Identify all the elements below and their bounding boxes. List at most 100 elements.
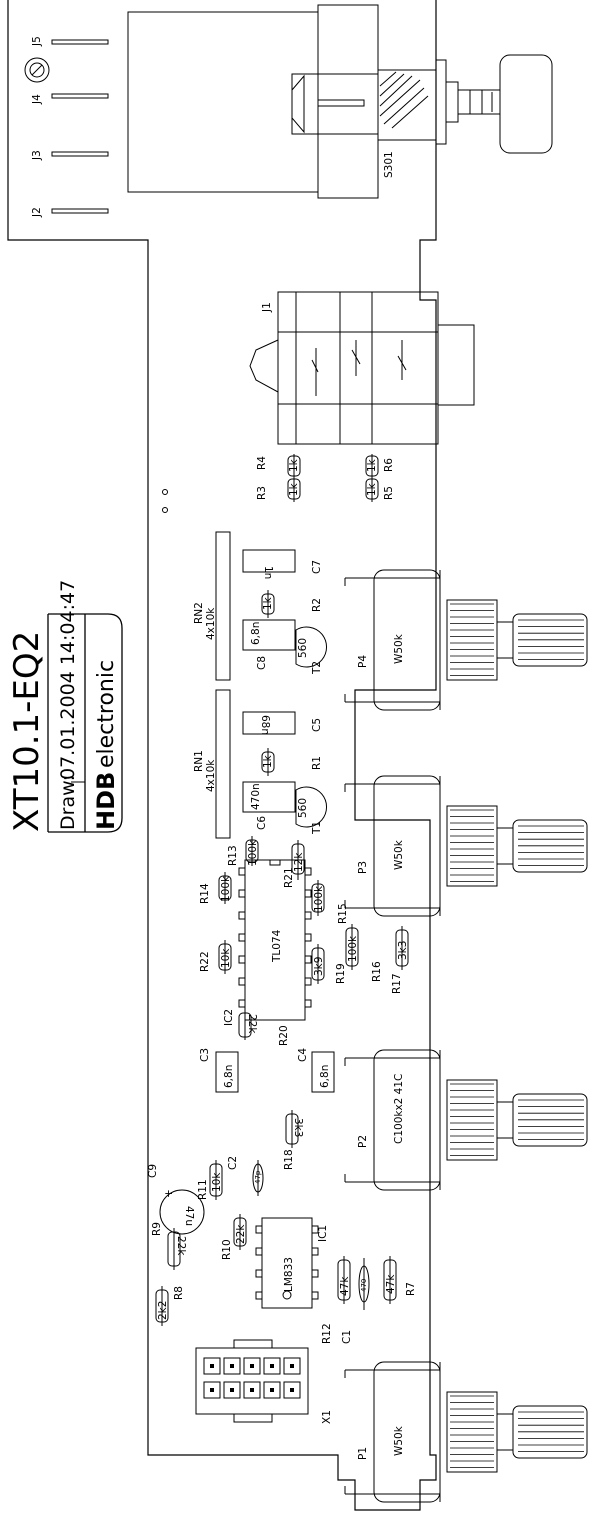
value-c8: 6,8n (250, 622, 262, 645)
ref-r3: R3 (256, 486, 268, 500)
value-t2: 560 (297, 638, 309, 658)
ref-r13: R13 (227, 845, 239, 866)
label-j4: J4 (31, 94, 43, 105)
ref-r8: R8 (173, 1286, 185, 1300)
ref-r1: R1 (311, 756, 323, 770)
ref-t1: T1 (311, 821, 323, 835)
value-p2: C100kx2 41C (393, 1074, 405, 1144)
ref-c3: C3 (199, 1048, 211, 1062)
resistor-r9: 22k R9 (151, 1222, 187, 1270)
resistor-r19: 3k9 R19 (311, 944, 347, 984)
label-j3: J3 (31, 150, 43, 161)
resistor-group-r3-r6: 1k R3 1k R4 1k R5 1k R6 (162, 454, 395, 513)
capacitor-c4 (311, 1051, 335, 1093)
label-j5: J5 (31, 36, 43, 47)
value-r7: 47k (385, 1274, 397, 1294)
board-outline (7, 0, 437, 1511)
ref-c9: C9 (147, 1164, 159, 1178)
ref-p2: P2 (357, 1135, 369, 1148)
value-r13: 100k (247, 839, 259, 866)
ref-r15: R15 (337, 903, 349, 924)
ref-p1: P1 (357, 1447, 369, 1460)
value-p1: W50k (393, 1425, 405, 1456)
section-rn1: 4x10k RN1 68n C5 1k R1 470n C6 560 T1 (193, 689, 327, 839)
value-p3: W50k (393, 839, 405, 870)
value-r6: 1k (366, 458, 378, 472)
value-c1: 470 (360, 1279, 368, 1292)
resistor-r10: 22k R10 (221, 1214, 247, 1260)
resistor-r6: 1k R6 (365, 454, 395, 478)
ref-r14: R14 (199, 883, 211, 904)
ref-ic2: IC2 (223, 1009, 235, 1026)
ref-c6: C6 (256, 816, 268, 830)
ref-c2: C2 (227, 1156, 239, 1170)
ref-r4: R4 (256, 456, 268, 470)
potentiometer-p2: C100kx2 41C P2 (344, 1049, 588, 1191)
switch-s301: S301 (291, 4, 553, 199)
resistor-r18: 3k3 R18 (283, 1110, 304, 1170)
resistor-r2: 1k R2 (261, 590, 323, 618)
value-r17: 3k3 (397, 941, 409, 960)
resistor-r15: 100k R15 (311, 880, 349, 924)
ref-c5: C5 (311, 718, 323, 732)
ref-r21: R21 (283, 867, 295, 888)
resistor-r7: 47k R7 (383, 1256, 417, 1304)
value-c2: 47p (254, 1170, 262, 1184)
resistor-r22: 10k R22 (199, 940, 232, 974)
value-c5: 68n (259, 715, 271, 735)
ref-r10: R10 (221, 1239, 233, 1260)
draw-label: Draw: (57, 775, 79, 830)
transistor-t2 (295, 626, 327, 668)
resistor-r21: 12k R21 (283, 840, 305, 888)
value-r20: 22k (246, 1014, 258, 1034)
capacitor-c5 (242, 711, 296, 735)
capacitor-c8 (242, 619, 296, 651)
resistor-r1: 1k R1 (261, 748, 323, 776)
value-r1: 1k (262, 754, 274, 768)
value-r11: 10k (211, 1172, 223, 1192)
resistor-r8: 2k2 R8 (155, 1286, 185, 1326)
label-j2: J2 (31, 207, 43, 218)
ref-rn1: RN1 (193, 750, 205, 772)
capacitor-c9: 47u C9 + (147, 1164, 205, 1235)
ref-c4: C4 (297, 1048, 309, 1062)
ic-lm833 (261, 1217, 313, 1309)
svg-text:+: + (163, 1189, 175, 1198)
capacitor-c7 (242, 549, 296, 573)
resistor-r11: 10k R11 (197, 1160, 223, 1200)
ref-r16: R16 (371, 961, 383, 982)
capacitor-c2: 47p C2 (227, 1156, 264, 1196)
ref-c1: C1 (341, 1330, 353, 1344)
jack-j1: J1 (249, 291, 475, 445)
resistor-r20: 22k R20 (238, 1010, 290, 1046)
value-ic1: LM833 (283, 1257, 295, 1292)
label-x1: X1 (321, 1410, 333, 1424)
value-c4: 6,8n (319, 1065, 331, 1088)
value-c9: 47u (183, 1206, 195, 1226)
value-c3: 6,8n (223, 1065, 235, 1088)
resistor-r14: 100k R14 (199, 872, 232, 904)
ref-c7: C7 (311, 560, 323, 574)
header-connectors: J5 J4 J3 J2 (24, 11, 319, 218)
value-p4: W50k (393, 633, 405, 664)
value-r12: 47k (339, 1276, 351, 1296)
ref-t2: T2 (311, 661, 323, 675)
ref-p3: P3 (357, 861, 369, 874)
value-r9: 22k (175, 1236, 187, 1256)
ref-r12: R12 (321, 1323, 333, 1344)
resistor-r3: 1k R3 (256, 476, 301, 502)
company-logo: HDB (92, 772, 120, 830)
ref-r7: R7 (405, 1282, 417, 1296)
label-j1: J1 (261, 302, 273, 313)
value-c7: 1n (262, 566, 274, 579)
value-r16: 100k (347, 935, 359, 962)
section-ic2: TL074 IC2 100k R13 100k R14 12k R21 100k… (199, 836, 409, 1093)
value-rn1: 4x10k (205, 759, 217, 792)
section-ic1: LM833 IC1 3k3 R18 47p C2 10k R11 47u C9 … (147, 1110, 417, 1344)
resistor-r5: 1k R5 (365, 476, 395, 502)
capacitor-c6 (242, 781, 296, 813)
